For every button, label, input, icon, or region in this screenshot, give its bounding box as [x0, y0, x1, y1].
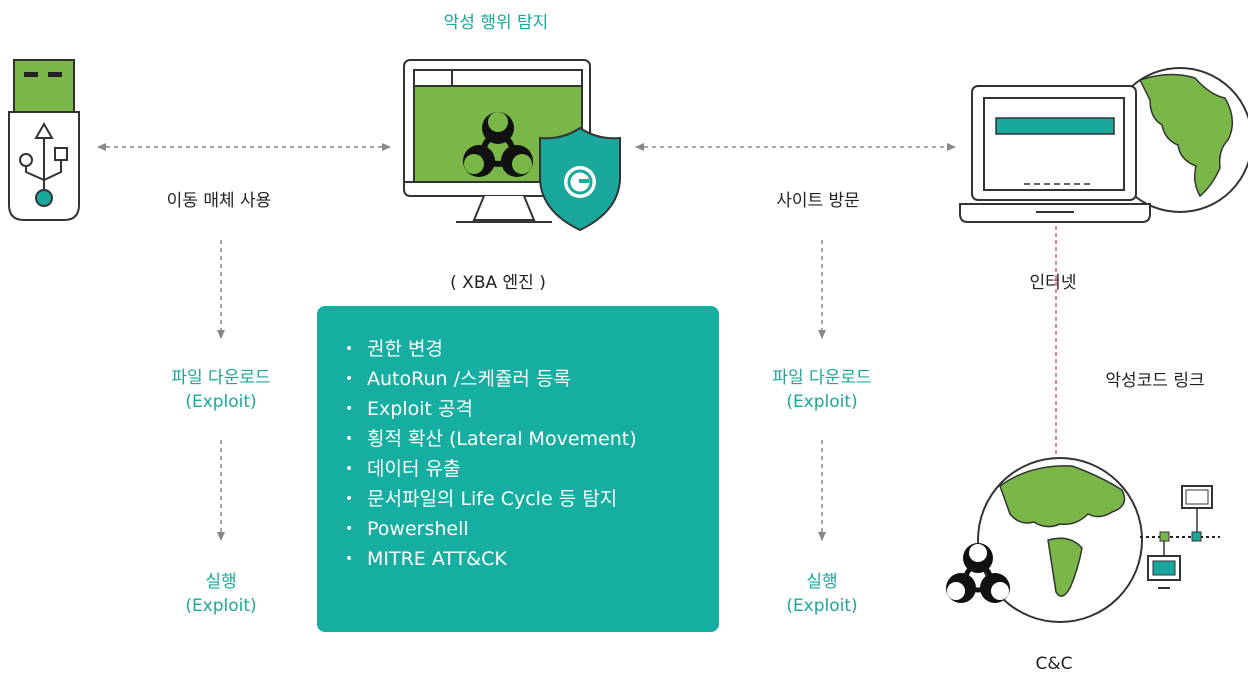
feature-item: •문서파일의 Life Cycle 등 탐지 [345, 488, 618, 510]
feature-item: •데이터 유출 [345, 458, 461, 480]
left-download-label: 파일 다운로드 [171, 368, 271, 388]
feature-list: •권한 변경 •AutoRun /스케쥴러 등록 •Exploit 공격 •횡적… [317, 306, 719, 574]
cnc-biohazard-icon [946, 543, 1010, 603]
left-execute-label: 실행 [205, 572, 237, 592]
feature-item: •AutoRun /스케쥴러 등록 [345, 368, 571, 390]
globe-icon [1107, 67, 1248, 213]
left-execute-sub: (Exploit) [185, 596, 257, 616]
feature-item: •Exploit 공격 [345, 398, 473, 420]
left-download-step: 파일 다운로드 (Exploit) [171, 366, 270, 414]
cnc-globe-icon [977, 457, 1143, 623]
right-download-step: 파일 다운로드 (Exploit) [772, 366, 871, 414]
feature-item: •MITRE ATT&CK [345, 548, 507, 570]
network-icon [1140, 485, 1220, 589]
right-execute-step: 실행 (Exploit) [786, 570, 857, 618]
diagram-title: 악성 행위 탐지 [443, 13, 549, 33]
laptop-icon [959, 85, 1151, 223]
right-execute-label: 실행 [806, 572, 838, 592]
left-execute-step: 실행 (Exploit) [185, 570, 256, 618]
usb-label: 이동 매체 사용 [166, 191, 272, 211]
cnc-label: C&C [1035, 654, 1073, 674]
malicious-link-label: 악성코드 링크 [1105, 371, 1205, 391]
site-visit-label: 사이트 방문 [776, 191, 860, 211]
left-download-sub: (Exploit) [185, 392, 257, 412]
engine-label: ( XBA 엔진 ) [450, 273, 546, 293]
shield-icon [539, 126, 621, 232]
feature-item: •횡적 확산 (Lateral Movement) [345, 428, 637, 450]
right-download-sub: (Exploit) [786, 392, 858, 412]
biohazard-icon [463, 112, 533, 177]
feature-item: •권한 변경 [345, 338, 443, 360]
right-execute-sub: (Exploit) [786, 596, 858, 616]
right-download-label: 파일 다운로드 [772, 368, 872, 388]
feature-item: •Powershell [345, 518, 469, 540]
feature-box: •권한 변경 •AutoRun /스케쥴러 등록 •Exploit 공격 •횡적… [317, 306, 719, 632]
usb-drive-icon [8, 59, 80, 221]
internet-label: 인터넷 [1029, 273, 1077, 293]
